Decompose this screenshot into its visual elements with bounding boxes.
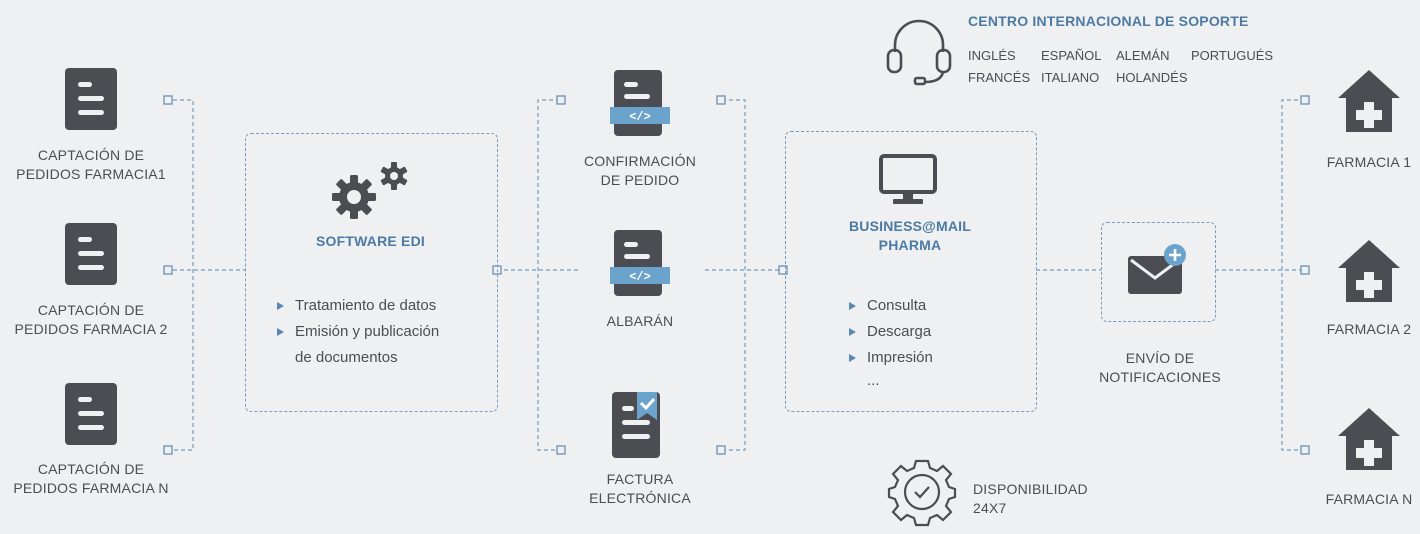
language-item: HOLANDÉS [1116,70,1188,85]
document-lines-icon [65,383,117,445]
pharmacy-house-icon [1338,408,1400,470]
language-item: ITALIANO [1041,70,1100,85]
software-edi-bullets: Tratamiento de datos Emisión y publicaci… [270,293,439,371]
code-document-icon: </> [610,230,670,296]
language-item: ESPAÑOL [1041,48,1102,63]
business-mail-box [785,131,1037,412]
pharmacy-label-1: FARMACIA 1 [1326,154,1412,170]
language-item: FRANCÉS [968,70,1031,85]
business-mail-bullets: Consulta Descarga Impresión ... [842,293,933,391]
pharmacy-label-2: FARMACIA 2 [1326,321,1412,337]
monitor-icon [879,154,937,204]
pharmacy-label-n: FARMACIA N [1325,491,1413,507]
bullet-item: Tratamiento de datos [270,293,439,319]
document-lines-icon [65,223,117,285]
bullet-item: Emisión y publicación [270,319,439,345]
albaran-label: ALBARÁN [606,313,674,329]
software-edi-title: SOFTWARE EDI [316,233,425,249]
clock-gear-icon [887,459,957,527]
bullet-item: Descarga [842,319,933,345]
mail-plus-icon [1128,244,1186,294]
language-item: PORTUGUÉS [1191,48,1274,63]
bullet-continuation: de documentos [295,349,398,366]
bullet-item: Impresión [842,345,933,371]
language-item: INGLÉS [968,48,1016,63]
pharmacy-house-icon [1338,240,1400,302]
bullet-ellipsis: ... [867,372,880,389]
code-tag: </> [629,110,651,124]
language-item: ALEMÁN [1116,48,1170,63]
code-tag: </> [629,270,651,284]
gears-icon [332,162,408,219]
headset-icon [886,19,952,86]
code-document-icon: </> [610,70,670,136]
support-languages: INGLÉS ESPAÑOL ALEMÁN PORTUGUÉS FRANCÉS … [968,45,1298,91]
software-edi-box [245,133,498,412]
bullet-item: Consulta [842,293,933,319]
document-lines-icon [65,68,117,130]
support-title: CENTRO INTERNACIONAL DE SOPORTE [968,13,1249,29]
invoice-check-icon [612,392,660,458]
notifications-box [1101,222,1216,322]
pharmacy-house-icon [1338,70,1400,132]
